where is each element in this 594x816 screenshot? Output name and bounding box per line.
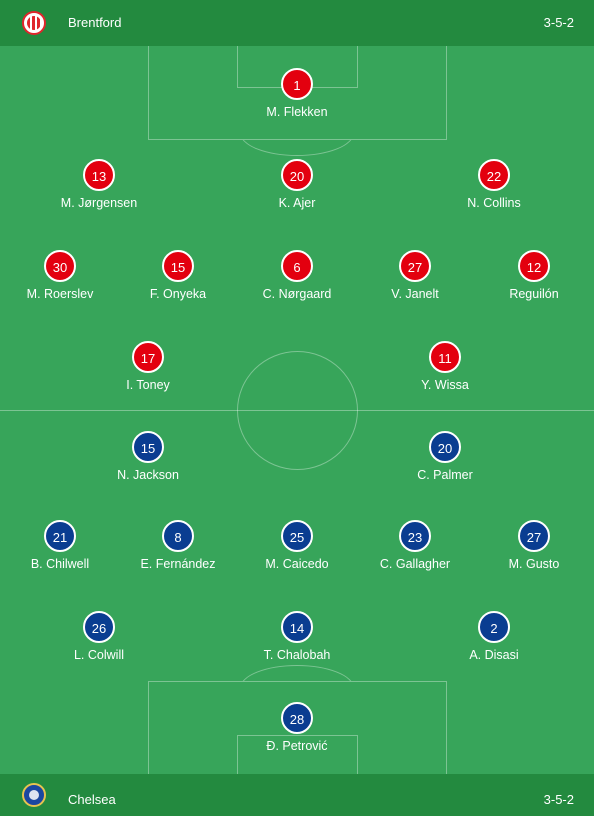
away-player[interactable]: 15 N. Jackson: [93, 431, 203, 482]
player-name: T. Chalobah: [263, 648, 331, 662]
player-name: V. Janelt: [391, 287, 439, 301]
player-name: M. Flekken: [266, 105, 328, 119]
home-player[interactable]: 6 C. Nørgaard: [242, 250, 352, 301]
player-number-badge: 14: [281, 611, 313, 643]
player-number-badge: 30: [44, 250, 76, 282]
centre-circle: [237, 351, 358, 470]
pitch: 1 M. Flekken 13 M. Jørgensen 20 K. Ajer …: [0, 46, 594, 775]
away-formation: 3-5-2: [543, 792, 574, 807]
player-name: M. Caicedo: [265, 557, 329, 571]
player-name: M. Jørgensen: [60, 196, 138, 210]
away-player[interactable]: 8 E. Fernández: [123, 520, 233, 571]
player-number-badge: 28: [281, 702, 313, 734]
player-name: L. Colwill: [73, 648, 124, 662]
player-name: E. Fernández: [140, 557, 216, 571]
player-number-badge: 6: [281, 250, 313, 282]
away-team-name: Chelsea: [68, 792, 116, 807]
home-player[interactable]: 11 Y. Wissa: [390, 341, 500, 392]
player-number-badge: 27: [399, 250, 431, 282]
home-player[interactable]: 13 M. Jørgensen: [44, 159, 154, 210]
away-player[interactable]: 27 M. Gusto: [479, 520, 589, 571]
player-number-badge: 21: [44, 520, 76, 552]
player-number-badge: 8: [162, 520, 194, 552]
home-player[interactable]: 30 M. Roerslev: [5, 250, 115, 301]
player-name: B. Chilwell: [30, 557, 90, 571]
player-number-badge: 17: [132, 341, 164, 373]
player-number-badge: 25: [281, 520, 313, 552]
bottom-penalty-area: [148, 681, 447, 775]
player-name: M. Roerslev: [26, 287, 94, 301]
home-player[interactable]: 22 N. Collins: [439, 159, 549, 210]
player-name: C. Nørgaard: [262, 287, 332, 301]
player-number-badge: 1: [281, 68, 313, 100]
home-team-name: Brentford: [68, 15, 122, 30]
home-team-header[interactable]: Brentford 3-5-2: [0, 0, 594, 46]
player-number-badge: 13: [83, 159, 115, 191]
home-player[interactable]: 17 I. Toney: [93, 341, 203, 392]
player-number-badge: 20: [281, 159, 313, 191]
player-name: A. Disasi: [469, 648, 519, 662]
player-name: C. Palmer: [417, 468, 473, 482]
player-number-badge: 20: [429, 431, 461, 463]
player-name: Y. Wissa: [421, 378, 469, 392]
player-number-badge: 15: [132, 431, 164, 463]
player-number-badge: 23: [399, 520, 431, 552]
bottom-goal-area: [237, 735, 358, 775]
away-player[interactable]: 23 C. Gallagher: [360, 520, 470, 571]
player-name: N. Collins: [467, 196, 521, 210]
player-number-badge: 22: [478, 159, 510, 191]
player-name: F. Onyeka: [149, 287, 207, 301]
player-number-badge: 12: [518, 250, 550, 282]
player-name: M. Gusto: [508, 557, 560, 571]
away-player[interactable]: 26 L. Colwill: [44, 611, 154, 662]
away-player[interactable]: 25 M. Caicedo: [242, 520, 352, 571]
home-player[interactable]: 20 K. Ajer: [242, 159, 352, 210]
home-player[interactable]: 1 M. Flekken: [242, 68, 352, 119]
chelsea-crest-icon: [22, 783, 46, 807]
player-number-badge: 27: [518, 520, 550, 552]
player-number-badge: 11: [429, 341, 461, 373]
player-name: Reguilón: [509, 287, 559, 301]
away-player[interactable]: 28 Đ. Petrović: [242, 702, 352, 753]
player-name: C. Gallagher: [379, 557, 451, 571]
home-player[interactable]: 12 Reguilón: [479, 250, 589, 301]
player-name: I. Toney: [126, 378, 170, 392]
away-player[interactable]: 20 C. Palmer: [390, 431, 500, 482]
top-penalty-area: [148, 46, 447, 140]
away-player[interactable]: 14 T. Chalobah: [242, 611, 352, 662]
player-number-badge: 26: [83, 611, 115, 643]
home-player[interactable]: 27 V. Janelt: [360, 250, 470, 301]
home-formation: 3-5-2: [543, 15, 574, 30]
brentford-crest-icon: [22, 11, 46, 35]
away-player[interactable]: 21 B. Chilwell: [5, 520, 115, 571]
home-player[interactable]: 15 F. Onyeka: [123, 250, 233, 301]
player-number-badge: 15: [162, 250, 194, 282]
player-number-badge: 2: [478, 611, 510, 643]
player-name: N. Jackson: [117, 468, 179, 482]
away-team-header[interactable]: Chelsea 3-5-2: [0, 774, 594, 816]
away-player[interactable]: 2 A. Disasi: [439, 611, 549, 662]
player-name: K. Ajer: [278, 196, 316, 210]
player-name: Đ. Petrović: [266, 739, 328, 753]
